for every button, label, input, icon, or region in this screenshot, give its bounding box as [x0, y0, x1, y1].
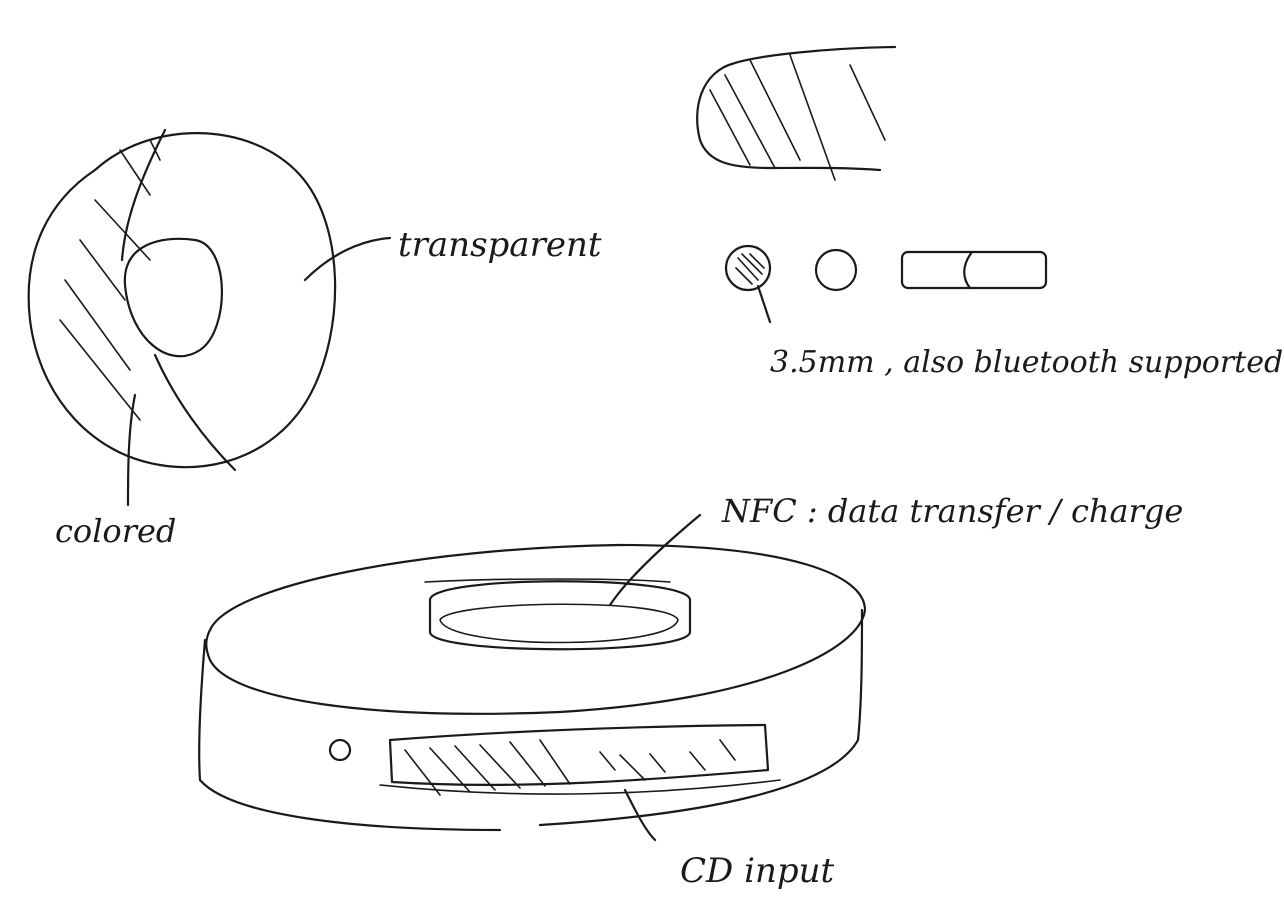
label-nfc: NFC : data transfer / charge: [721, 492, 1183, 530]
nfc-pad-rim: [430, 581, 690, 649]
nfc-pad-inner: [440, 604, 678, 642]
cd-slot-hatching: [405, 740, 735, 795]
label-transparent: transparent: [398, 225, 602, 265]
usb-port-icon: [902, 252, 1046, 288]
round-port-icon: [816, 250, 856, 290]
player-top-face: [206, 545, 865, 714]
label-colored: colored: [55, 512, 176, 550]
audio-jack-leader: [758, 286, 770, 322]
disc-hatching: [60, 140, 160, 420]
usb-port-divider: [964, 252, 972, 288]
disc-center-hole: [125, 239, 222, 356]
transparent-leader: [305, 238, 390, 280]
player-device-sketch: [199, 545, 865, 830]
audio-jack-fill-icon: [736, 254, 764, 284]
port-icons: [726, 246, 1046, 322]
cable-end-hatching: [710, 55, 885, 180]
cd-slot: [390, 725, 768, 785]
player-jack-icon: [330, 740, 350, 760]
cable-end-sketch: [697, 47, 895, 180]
disc-outline: [29, 133, 335, 467]
nfc-leader: [610, 515, 700, 605]
disc-sketch: [29, 130, 390, 505]
label-cd-input: CD input: [680, 851, 835, 891]
label-audio-jack: 3.5mm , also bluetooth supported: [770, 345, 1283, 380]
